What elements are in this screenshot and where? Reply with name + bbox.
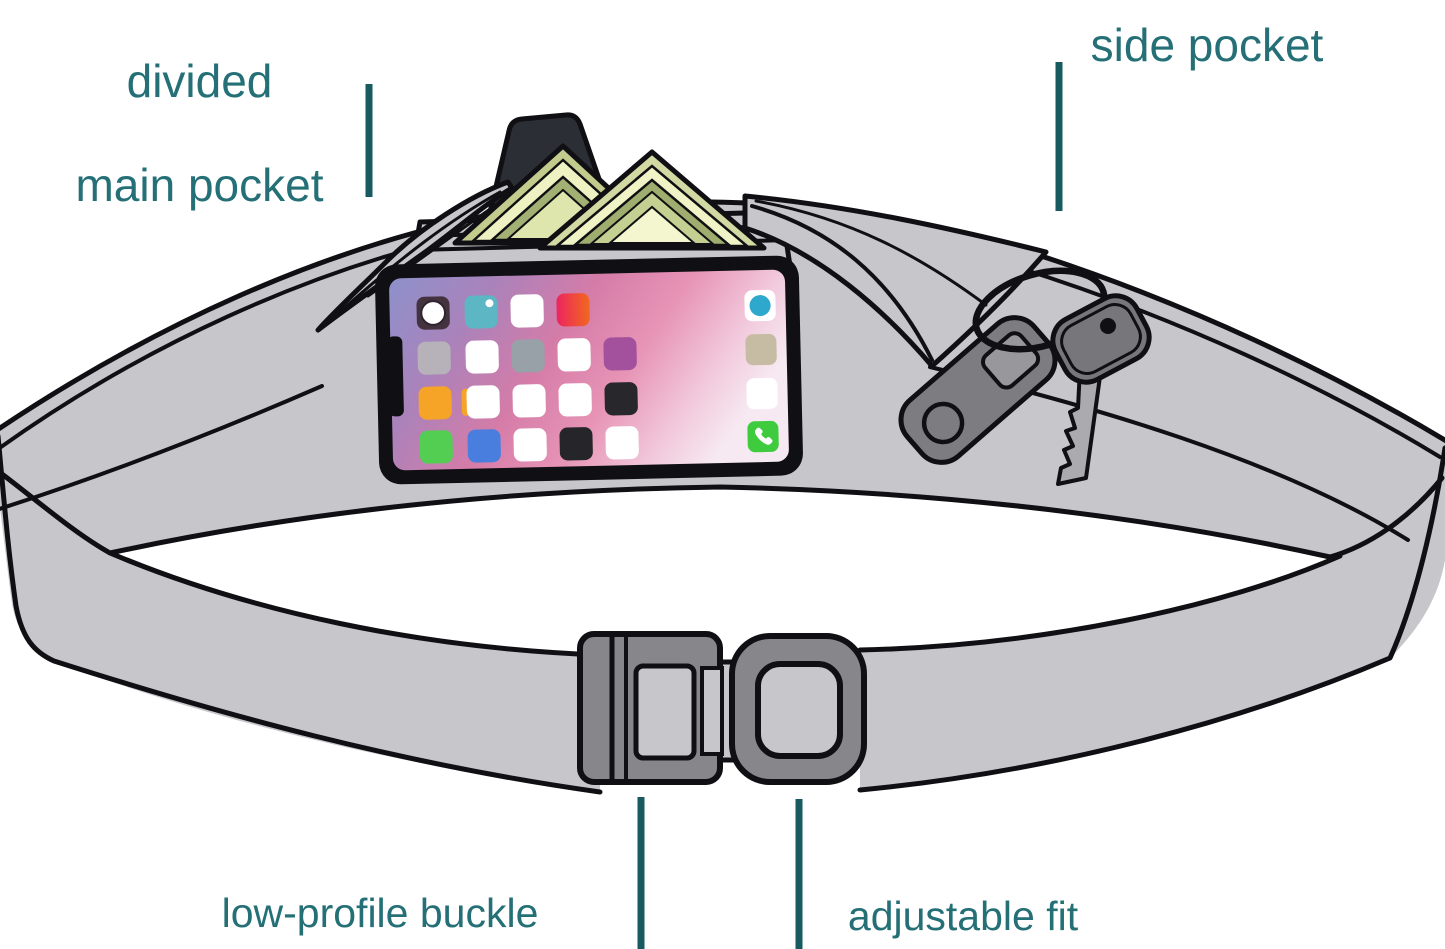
- buckle-ring: [729, 633, 867, 785]
- key-ring: [972, 267, 1108, 353]
- belt-strap-right-top-edge: [857, 553, 1343, 653]
- key-hole: [1100, 318, 1116, 334]
- app-icon: [746, 377, 778, 410]
- sparkle-icon: [485, 299, 494, 308]
- app-icon: [512, 384, 546, 418]
- belt-right-outer-edge: [857, 445, 1445, 793]
- car-key: [1050, 293, 1152, 486]
- app-icon: [513, 428, 547, 462]
- belt-strap-left-top-edge: [107, 550, 603, 658]
- fob-button-circle: [921, 401, 965, 445]
- label-divided-line2: main pocket: [75, 158, 324, 211]
- label-side-pocket: side pocket: [1090, 19, 1324, 71]
- app-icon: [747, 420, 779, 453]
- app-icon: [745, 333, 777, 366]
- app-icon: [419, 430, 453, 464]
- app-icon: [557, 338, 591, 372]
- app-icon: [604, 382, 638, 416]
- key-blade: [1056, 360, 1104, 486]
- app-icon: [465, 340, 499, 374]
- app-icon: [466, 385, 500, 419]
- phone-notch: [387, 336, 404, 417]
- app-icon-grid: [416, 289, 779, 464]
- buckle-clasp-window: [633, 663, 697, 761]
- belt-front-strap-left: [0, 474, 600, 792]
- app-icon: [511, 339, 545, 373]
- buckle: [577, 631, 867, 785]
- app-icon: [603, 337, 637, 371]
- car-keys: [898, 267, 1152, 486]
- dock-blue-icon: [749, 295, 771, 317]
- phone: [375, 255, 803, 485]
- buckle-clasp-gap: [700, 666, 724, 756]
- app-icon: [510, 294, 544, 328]
- app-icon: [558, 383, 592, 417]
- label-adjustable-fit: adjustable fit: [847, 893, 1079, 939]
- main-pocket: [315, 112, 1049, 369]
- key-head: [1050, 293, 1152, 385]
- belt-seam-left: [0, 384, 324, 511]
- app-icon: [417, 341, 451, 375]
- belt-front-strap-right: [860, 476, 1445, 790]
- phone-call-icon: [754, 427, 773, 445]
- app-icon: [467, 429, 501, 463]
- pocket-flap-right: [742, 193, 1049, 369]
- app-icon: [605, 426, 639, 460]
- app-icon: [556, 293, 590, 327]
- cash-bills: [452, 143, 767, 251]
- app-icon: [559, 427, 593, 461]
- label-divided-main-pocket: divided main pocket: [52, 4, 347, 212]
- buckle-ring-hole: [755, 661, 843, 759]
- label-divided-line1: divided: [126, 54, 273, 107]
- key-head-detail: [1060, 303, 1142, 375]
- camera-icon: [420, 300, 447, 326]
- buckle-clasp: [577, 631, 724, 785]
- app-icon: [418, 386, 452, 420]
- belt-left-outer-edge: [0, 434, 603, 795]
- label-low-profile-buckle: low-profile buckle: [221, 890, 539, 936]
- app-icon: [464, 295, 498, 329]
